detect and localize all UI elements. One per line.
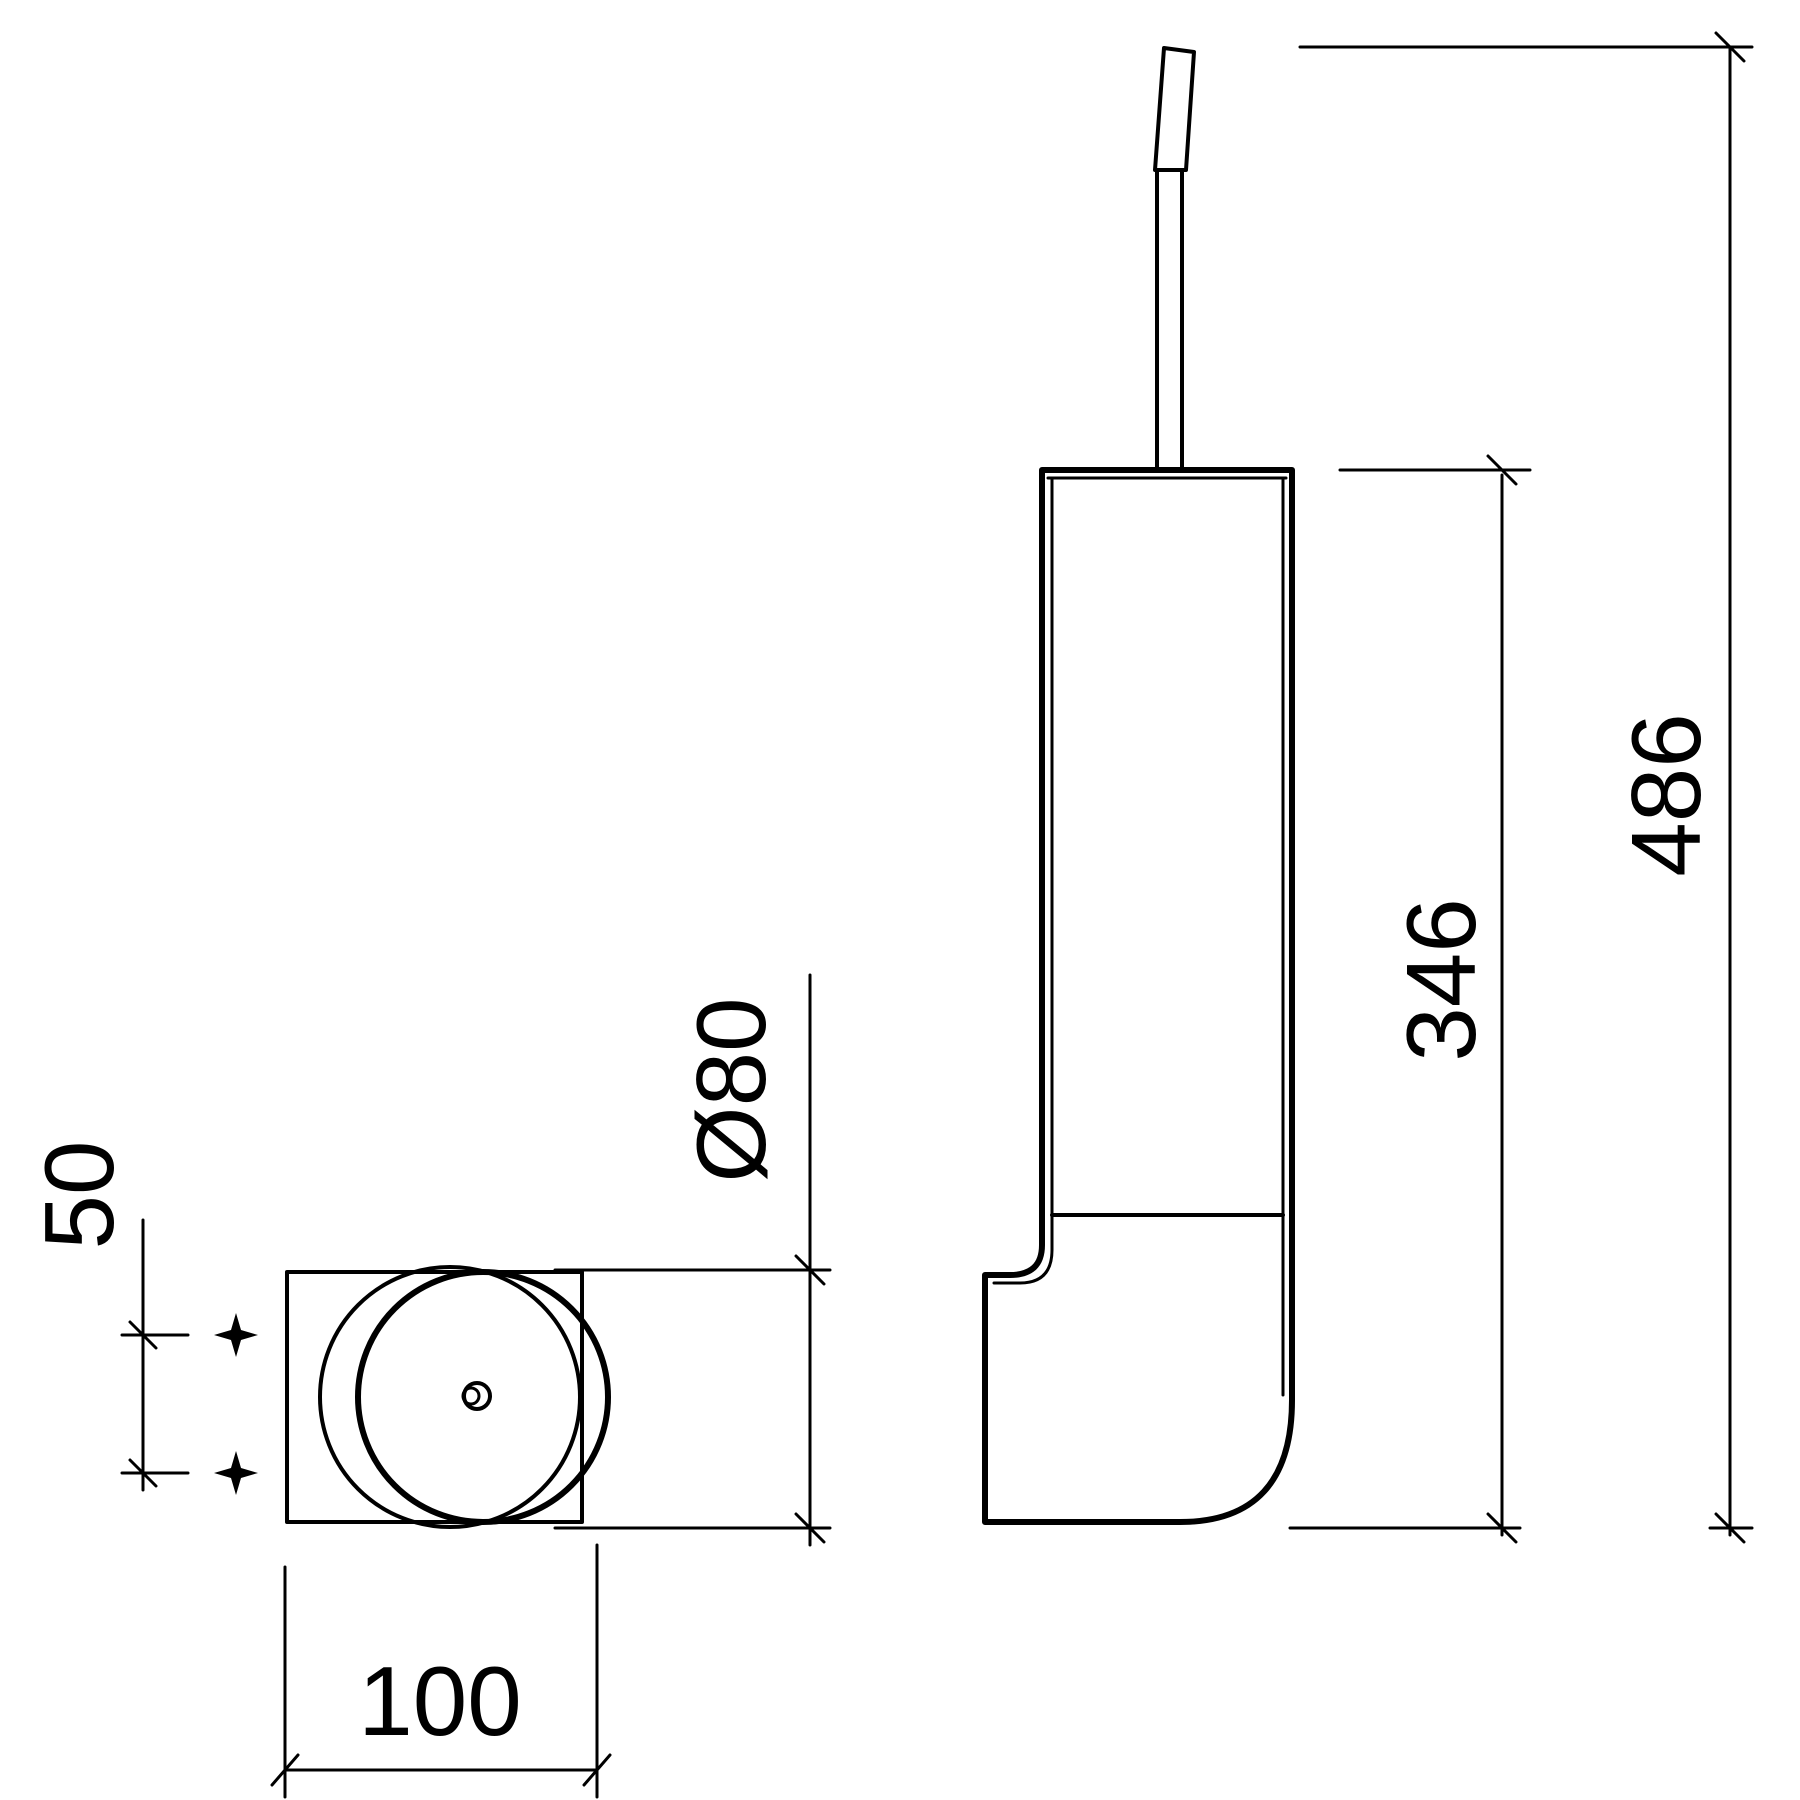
dim-total-height: 486 — [1298, 31, 1754, 1544]
dim-width: 100 — [270, 1543, 612, 1799]
label-hole-spacing: 50 — [24, 1140, 134, 1249]
container-outline — [982, 467, 1295, 1525]
label-total-height: 486 — [1611, 713, 1721, 877]
dim-diameter: Ø80 — [553, 973, 832, 1547]
label-diameter: Ø80 — [676, 997, 786, 1182]
center-knob-inner — [461, 1386, 481, 1406]
holder-back-circle — [318, 1265, 582, 1529]
holder-front-circle — [355, 1269, 611, 1525]
wall-plate — [285, 1270, 584, 1524]
label-container-height: 346 — [1386, 898, 1496, 1062]
plan-view — [214, 1265, 611, 1529]
label-width: 100 — [358, 1646, 522, 1756]
dim-container-height: 346 — [1288, 454, 1532, 1544]
dim-hole-spacing: 50 — [24, 1140, 190, 1492]
screw-mark-bottom — [214, 1451, 258, 1495]
screw-mark-top — [214, 1313, 258, 1357]
center-knob — [462, 1381, 492, 1411]
brush-handle-tip — [1153, 46, 1196, 172]
side-view — [982, 46, 1295, 1525]
